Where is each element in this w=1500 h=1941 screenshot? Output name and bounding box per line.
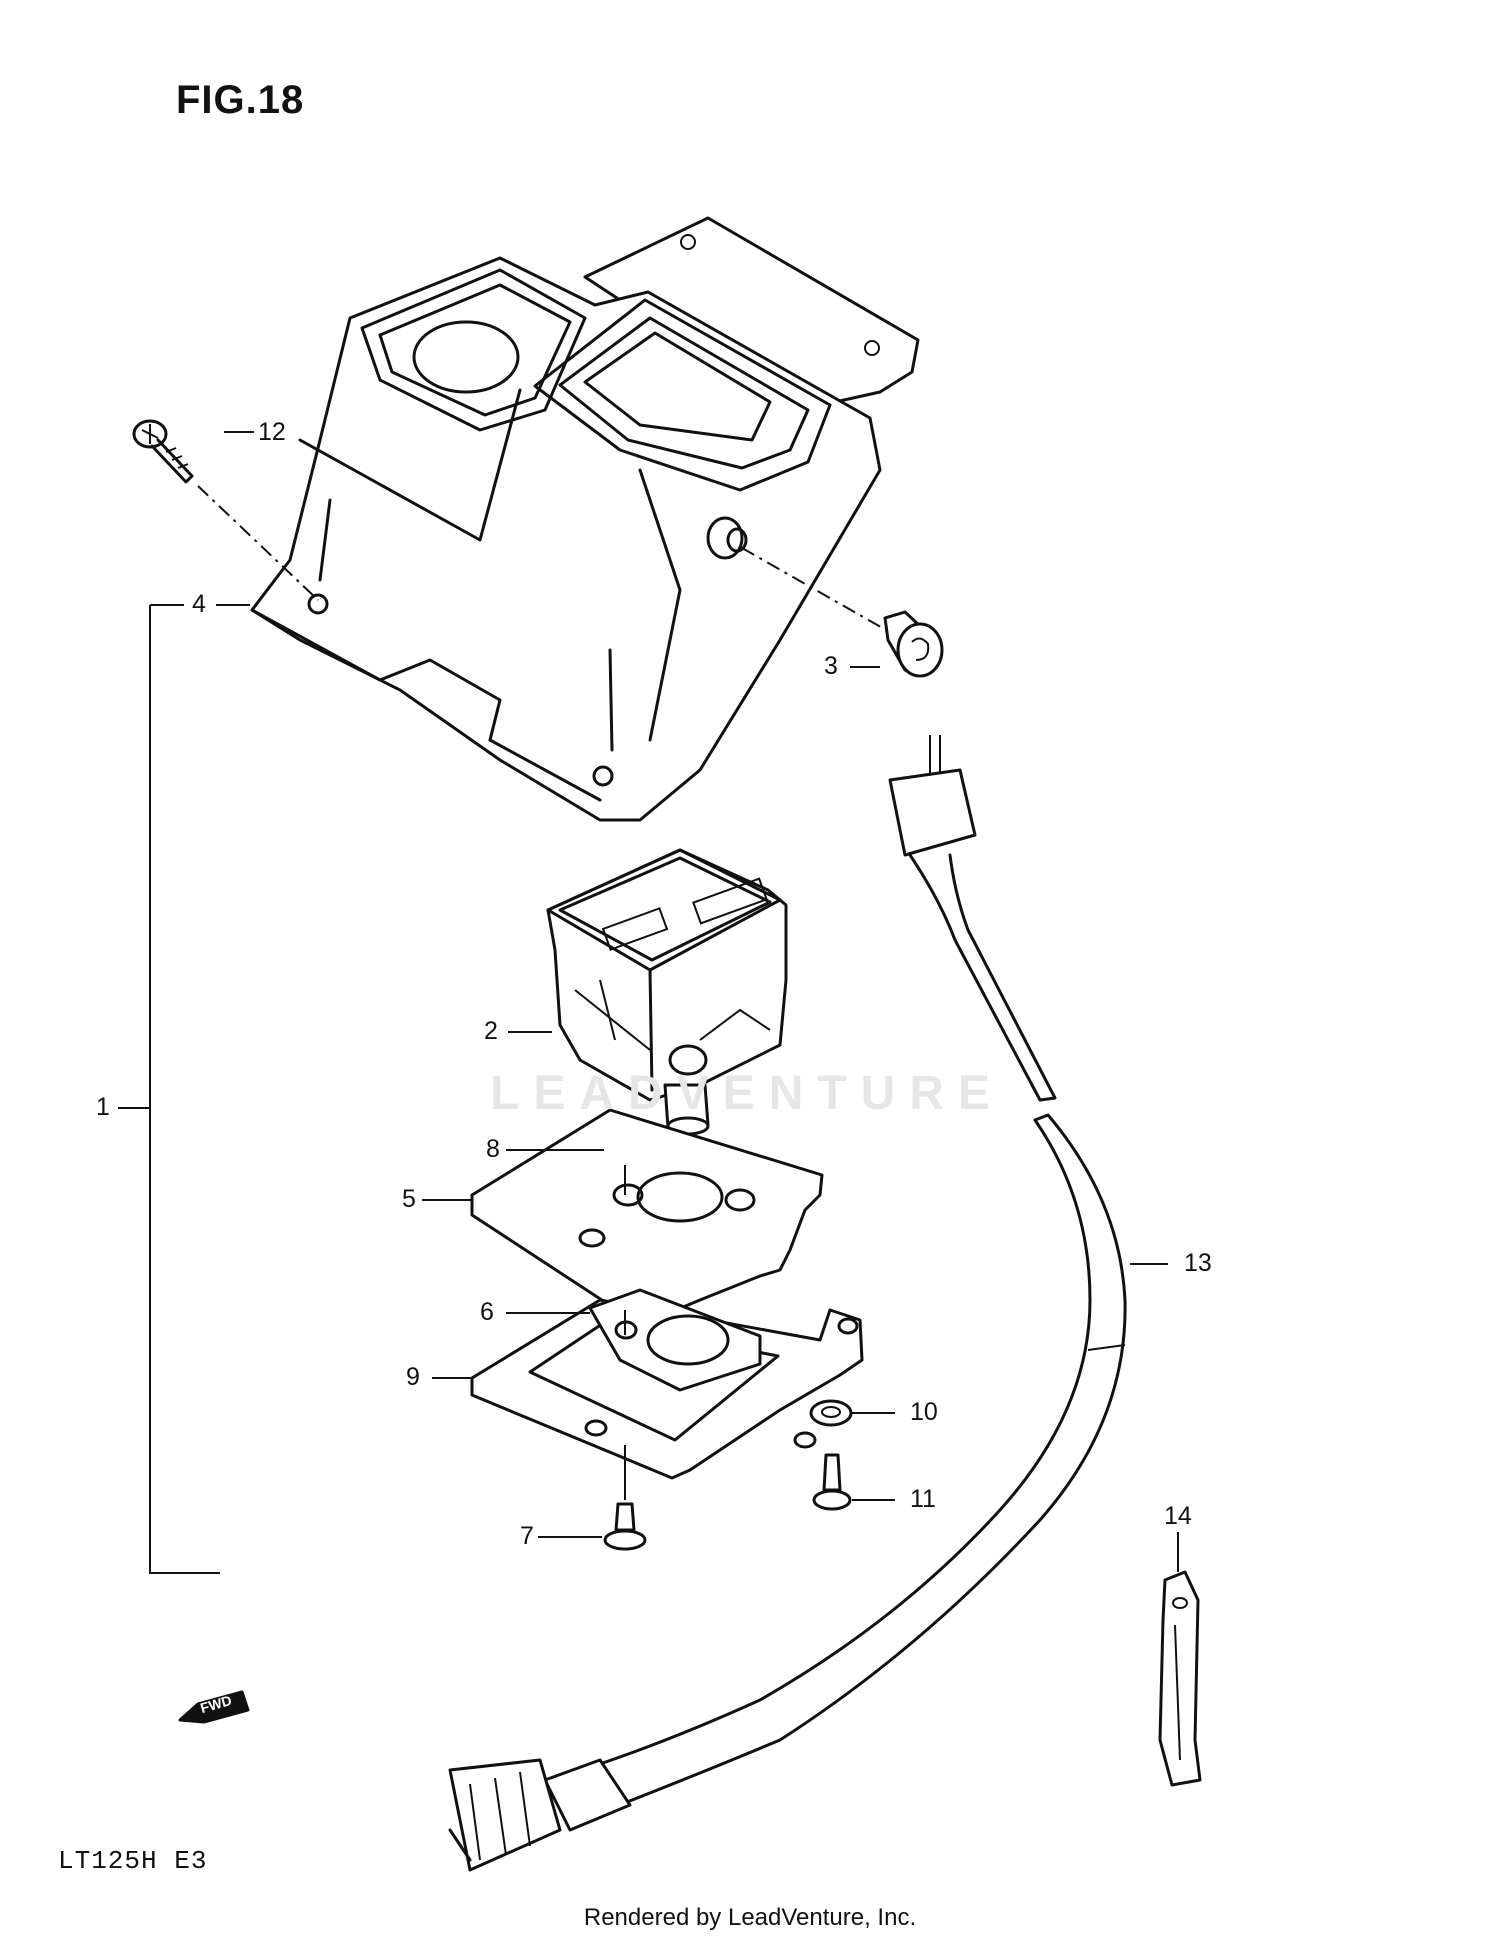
callout-7: 7: [520, 1522, 534, 1550]
callout-9: 9: [406, 1363, 420, 1391]
screw-11-part: [812, 1453, 852, 1511]
clamp-14-part: [1158, 1570, 1202, 1787]
callout-8: 8: [486, 1135, 500, 1163]
callout-12: 12: [258, 418, 286, 446]
callout-10: 10: [910, 1398, 938, 1426]
callout-5: 5: [402, 1185, 416, 1213]
callout-4: 4: [192, 590, 206, 618]
speedometer-cable-13-part: [448, 735, 1127, 1872]
screw-12-part: [132, 419, 194, 484]
screw-7-part: [603, 1502, 647, 1551]
grommet-3-part: [883, 610, 944, 678]
fwd-arrow-icon: [178, 1690, 250, 1724]
footer-credit: Rendered by LeadVenture, Inc.: [583, 1904, 917, 1931]
washer-10-part: [809, 1399, 853, 1427]
figure-title: FIG.18: [176, 78, 305, 122]
watermark-text: LEADVENTURE: [490, 1067, 1005, 1120]
callout-11: 11: [910, 1485, 936, 1513]
callout-13: 13: [1184, 1249, 1212, 1277]
callout-3: 3: [824, 652, 838, 680]
meter-case-part: [250, 216, 920, 822]
callout-6: 6: [480, 1298, 494, 1326]
callout-1: 1: [96, 1093, 110, 1121]
callout-leaders: [118, 431, 1179, 1574]
callout-14: 14: [1164, 1502, 1192, 1530]
callout-2: 2: [484, 1017, 498, 1045]
model-code: LT125H E3: [58, 1846, 208, 1876]
base-bracket-9-part: [470, 1288, 864, 1480]
